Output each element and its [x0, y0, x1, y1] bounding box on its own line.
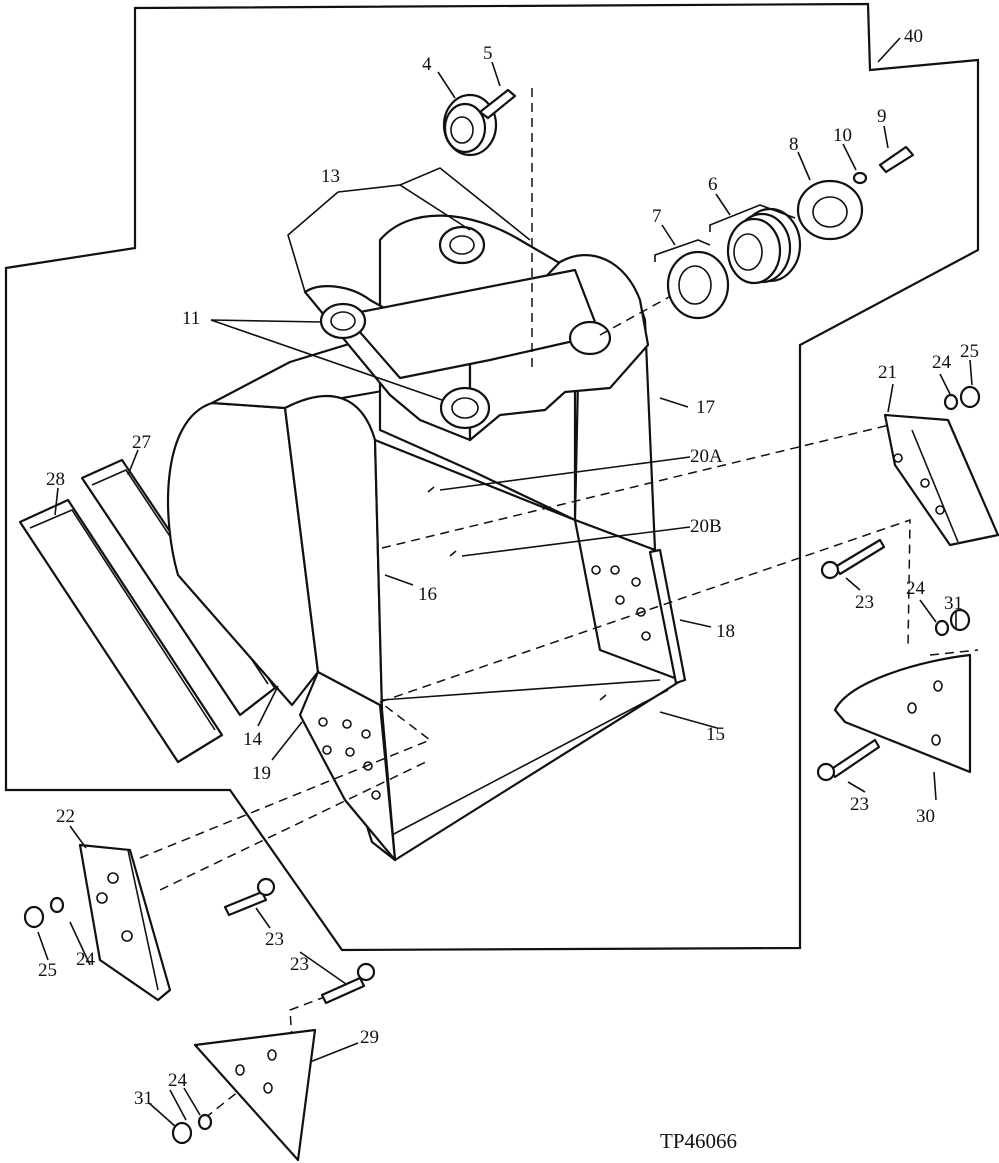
side-cutter-22 — [78, 843, 172, 1002]
cap-4 — [442, 93, 498, 157]
washer-24-right-upper — [943, 393, 959, 411]
callout-15: 15 — [706, 724, 725, 745]
washer-24-left-upper — [49, 896, 65, 914]
marker-15 — [599, 694, 607, 701]
mounting-plate-18-edge — [648, 548, 687, 685]
bolt-23-right-upper — [820, 538, 886, 580]
align-line-guard-29 — [289, 994, 331, 1041]
callout-23-left-upper: 23 — [265, 929, 284, 950]
callout-8: 8 — [789, 134, 799, 155]
align-line-left-cutter-2 — [159, 759, 431, 891]
side-cutter-22-edge — [127, 849, 159, 991]
callout-4: 4 — [422, 54, 432, 75]
nut-31-left — [171, 1121, 193, 1145]
assembly-boundary-outline — [4, 2, 980, 952]
boss-bushing-upper-bore — [330, 311, 356, 331]
callout-25-right: 25 — [960, 341, 979, 362]
callout-23-right-upper: 23 — [855, 592, 874, 613]
callout-5: 5 — [483, 43, 493, 64]
boss-bushing-right — [568, 320, 612, 356]
boss-bushing-lower-bore — [451, 397, 479, 419]
bolt-9 — [878, 145, 915, 174]
spacer-7 — [666, 250, 730, 320]
callout-13: 13 — [321, 166, 340, 187]
guard-30-holes — [907, 680, 943, 746]
callout-31-left: 31 — [134, 1088, 153, 1109]
callout-21: 21 — [878, 362, 897, 383]
pin-5 — [478, 88, 517, 120]
callout-17: 17 — [696, 397, 715, 418]
mounting-plate-rear — [468, 253, 650, 442]
side-cutter-21-edge — [911, 429, 959, 543]
callout-24-left-lower: 24 — [168, 1070, 188, 1091]
align-line-right-cutter — [381, 419, 911, 549]
callout-28: 28 — [46, 469, 65, 490]
callout-31-right: 31 — [944, 593, 963, 614]
callout-24-left-upper: 24 — [76, 949, 96, 970]
bucket-back-shell — [166, 401, 320, 707]
bolt-23-left-upper — [223, 877, 276, 917]
mounting-plate-18-holes — [591, 565, 651, 641]
callout-23-right-lower: 23 — [850, 794, 869, 815]
callout-25-left: 25 — [38, 960, 57, 981]
callout-24-right-lower: 24 — [906, 578, 926, 599]
side-cutter-28 — [18, 498, 224, 764]
callout-7: 7 — [652, 206, 662, 227]
side-cutter-22-holes — [96, 872, 133, 942]
nut-25-right — [959, 385, 981, 409]
align-line-right-cutter-2 — [379, 518, 911, 703]
guard-29-holes — [235, 1049, 277, 1094]
callout-11: 11 — [182, 308, 200, 329]
callout-19: 19 — [252, 763, 271, 784]
shim-stack-6 — [726, 207, 802, 285]
callout-20a: 20A — [690, 446, 723, 467]
align-line-guard-30 — [929, 649, 979, 656]
callout-24-right-upper: 24 — [932, 352, 952, 373]
mounting-plate-bar — [343, 268, 602, 380]
boss-bushing-rear-bore — [449, 235, 475, 255]
drawing-code: TP46066 — [660, 1129, 737, 1153]
washer-24-left-lower — [197, 1113, 213, 1131]
boss-bushing-rear — [438, 225, 486, 265]
spacer-7-bracket — [654, 239, 711, 262]
callout-22: 22 — [56, 806, 75, 827]
callout-23-left-lower: 23 — [290, 954, 309, 975]
side-cutter-28-edge — [29, 508, 216, 731]
callout-9: 9 — [877, 106, 887, 127]
mounting-plate-19-holes — [318, 717, 381, 800]
callout-16: 16 — [418, 584, 437, 605]
shim-stack-6-bracket — [709, 204, 796, 232]
callout-18: 18 — [716, 621, 735, 642]
bolt-23-right-lower — [816, 738, 881, 782]
washer-24-right-lower — [934, 619, 950, 637]
boss-bushing-upper — [319, 302, 367, 340]
guard-30 — [833, 653, 972, 774]
washer-10 — [852, 171, 868, 185]
guard-29 — [193, 1028, 317, 1162]
nut-25-left — [23, 905, 45, 929]
mounting-plate-19 — [298, 670, 397, 862]
retainer-plate-8 — [796, 179, 864, 241]
callout-30: 30 — [916, 806, 935, 827]
callout-20b: 20B — [690, 516, 722, 537]
callout-14: 14 — [243, 729, 263, 750]
side-cutter-21 — [883, 413, 999, 547]
side-cutter-27 — [80, 458, 277, 717]
marker-20b — [449, 550, 457, 557]
bolt-23-left-lower — [320, 962, 376, 1005]
leader-lines — [37, 37, 973, 1128]
marker-20a — [427, 486, 435, 493]
boss-bushing-lower — [439, 386, 491, 430]
callout-6: 6 — [708, 174, 718, 195]
callout-10: 10 — [833, 125, 852, 146]
bucket-floor-inner — [381, 679, 669, 837]
callout-29: 29 — [360, 1027, 379, 1048]
callout-40: 40 — [904, 26, 923, 47]
callout-27: 27 — [132, 432, 151, 453]
side-cutter-21-holes — [893, 453, 945, 515]
